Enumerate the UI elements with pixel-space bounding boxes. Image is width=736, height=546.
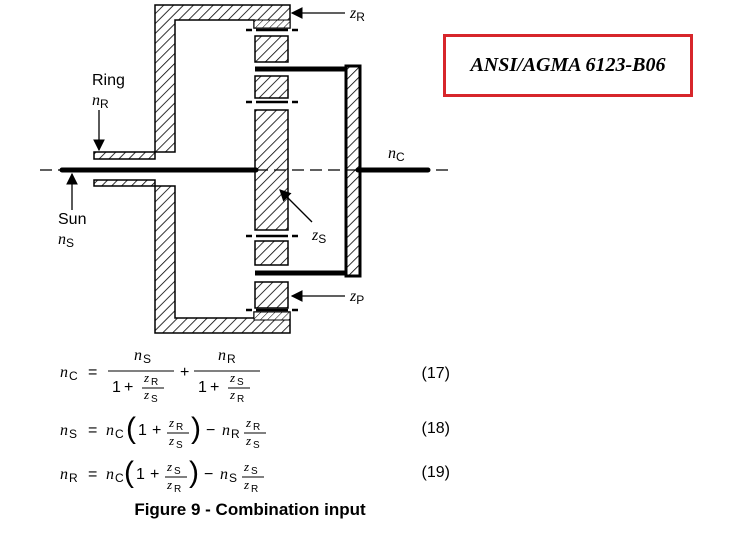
svg-text:): ) [191,412,201,445]
planet-upper-a [254,35,289,63]
equation-17: n C = n S 1 + z R z S + n R 1 + z S z R [60,347,260,402]
arrow-z-sun [279,189,313,223]
standard-badge: ANSI/AGMA 6123-B06 [443,34,693,97]
svg-text:z: z [168,415,174,430]
label-sun: Sun [58,211,86,228]
svg-text:R: R [253,422,260,433]
svg-text:z: z [229,387,235,402]
equation-19-number: (19) [421,464,450,481]
svg-text:S: S [151,394,158,402]
planet-lower-a [254,240,289,266]
svg-text:z: z [243,477,249,492]
svg-text:z: z [245,415,251,430]
svg-text:z: z [243,459,249,474]
svg-text:n: n [220,466,228,483]
label-z-planet: zP [349,288,364,307]
figure-caption: Figure 9 - Combination input [134,500,366,519]
svg-text:R: R [174,484,181,495]
svg-text:+: + [180,364,189,381]
svg-text:z: z [143,387,149,402]
pitch-marks [246,28,298,312]
svg-text:R: R [231,427,240,441]
svg-text:S: S [253,440,260,451]
svg-text:n: n [106,466,114,483]
svg-text:=: = [88,422,97,439]
label-n-carrier: nC [388,145,405,164]
svg-text:1: 1 [136,466,145,483]
svg-text:z: z [168,433,174,448]
badge-text: ANSI/AGMA 6123-B06 [470,54,666,76]
planet-lower-b [254,281,289,309]
svg-text:S: S [251,466,258,477]
svg-text:z: z [143,370,149,385]
svg-text:R: R [69,471,78,485]
svg-text:n: n [60,466,68,483]
svg-text:n: n [218,347,226,364]
svg-text:1: 1 [138,422,147,439]
svg-text:S: S [176,440,183,451]
svg-text:n: n [134,347,142,364]
svg-text:S: S [69,427,77,441]
svg-text:S: S [174,466,181,477]
svg-text:n: n [106,422,114,439]
svg-text:z: z [166,477,172,492]
svg-text:R: R [251,484,258,495]
svg-text:R: R [227,352,236,366]
svg-text:C: C [115,427,124,441]
label-n-sun: nS [58,231,74,250]
svg-text:+: + [124,379,133,396]
label-n-ring: nR [92,92,109,111]
ring-teeth-bottom [253,311,291,321]
label-ring: Ring [92,72,125,89]
svg-text:z: z [229,370,235,385]
svg-text:+: + [152,422,161,439]
svg-text:): ) [189,456,199,489]
svg-text:S: S [143,352,151,366]
svg-text:z: z [245,433,251,448]
svg-text:C: C [69,369,78,383]
svg-text:−: − [206,422,215,439]
equation-18: n S = n C ( 1 + z R z S ) − n R z R z S [60,412,266,451]
equation-19: n R = n C ( 1 + z S z R ) − n S z S z R [60,456,264,495]
svg-text:1: 1 [198,379,207,396]
label-z-ring: zR [349,5,365,24]
svg-text:1: 1 [112,379,121,396]
ring-teeth-top [253,19,291,29]
svg-text:(: ( [124,456,134,489]
gear-diagram: Ring nR Sun nS nC zR zS zP [40,4,450,334]
svg-text:+: + [150,466,159,483]
svg-text:−: − [204,466,213,483]
label-z-sun: zS [311,227,326,246]
svg-text:+: + [210,379,219,396]
svg-text:(: ( [126,412,136,445]
svg-text:=: = [88,364,97,381]
svg-text:S: S [229,471,237,485]
svg-text:n: n [60,422,68,439]
svg-text:n: n [222,422,230,439]
svg-text:R: R [151,377,158,388]
planet-upper-b [254,75,289,99]
equation-17-number: (17) [421,365,450,382]
equation-18-number: (18) [421,420,450,437]
svg-text:=: = [88,466,97,483]
svg-text:R: R [237,394,244,402]
svg-text:C: C [115,471,124,485]
svg-text:R: R [176,422,183,433]
svg-text:n: n [60,364,68,381]
svg-text:z: z [166,459,172,474]
svg-text:S: S [237,377,244,388]
